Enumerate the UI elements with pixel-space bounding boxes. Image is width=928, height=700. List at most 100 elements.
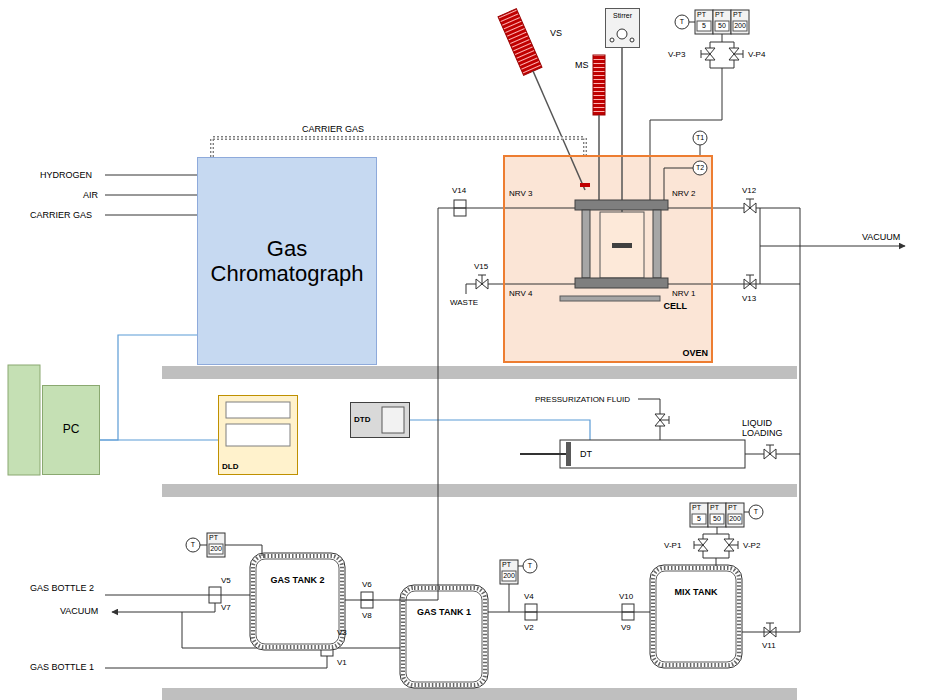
gas-line (105, 175, 197, 176)
part-label: 200 (734, 22, 746, 30)
pressure-transducer (731, 10, 749, 34)
valve-handle (766, 445, 774, 446)
node-text: CELL (664, 301, 688, 311)
node-text: DLD (222, 462, 238, 471)
pipe (660, 426, 661, 440)
pressure-display (692, 514, 706, 524)
sensor-stem (700, 145, 701, 155)
sampler-clamp (580, 183, 590, 187)
valve-handle (669, 416, 670, 424)
display-fill (350, 402, 410, 438)
pressure-display (697, 21, 711, 31)
connector-line (100, 439, 218, 440)
detector-box: DLD (218, 395, 298, 475)
pipe (729, 534, 730, 539)
connector-line (100, 335, 197, 440)
node-text: OVEN (682, 348, 708, 358)
part-label: PT (728, 504, 737, 512)
node-text: Gas Chromatograph (207, 236, 367, 287)
part-label: V-P4 (748, 50, 765, 59)
pipe (716, 558, 717, 566)
display-box: DTD (350, 402, 410, 438)
detector-panel (226, 402, 290, 418)
detector-fill (218, 395, 298, 475)
pipe-connector (488, 612, 650, 613)
cell-column (582, 210, 590, 278)
thermometer-symbol (749, 505, 763, 519)
cell-flange (575, 200, 668, 210)
part-label: V5 (221, 576, 231, 585)
shelf (162, 688, 797, 700)
node-text: Stirrer (613, 12, 632, 20)
sampler-coil (498, 9, 542, 76)
pipe (710, 60, 734, 68)
part-label: 200 (503, 572, 515, 580)
part-label: MS (575, 60, 589, 70)
instrument-box: Gas Chromatograph (197, 157, 377, 365)
part-label: NRV 3 (509, 189, 532, 198)
node-text: PC (63, 423, 80, 437)
stirrer-blade (612, 243, 632, 248)
part-label: PT (697, 11, 706, 19)
display-panel (382, 407, 404, 433)
piston (566, 442, 571, 466)
oven-fill (503, 155, 713, 363)
valve-handle (770, 623, 771, 632)
sensor-stem (200, 545, 207, 546)
pipe (668, 284, 713, 285)
sensor-stem (744, 512, 749, 513)
detector-panel (226, 424, 290, 446)
pipe-connector (100, 440, 218, 441)
valve-handle (701, 54, 710, 55)
shelf (162, 366, 797, 379)
tank: GAS TANK 2 (250, 553, 345, 650)
gas-line (105, 215, 197, 216)
part-label: V4 (524, 592, 534, 601)
tank-inner (406, 591, 482, 682)
computer-tower (8, 365, 40, 475)
valve-handle (746, 199, 754, 200)
pressure-display (209, 544, 223, 554)
vacuum-line (760, 246, 905, 247)
cell-vessel (600, 212, 644, 278)
pipe (333, 648, 400, 649)
node-text: DTD (354, 415, 370, 424)
tank-jacket (253, 556, 342, 647)
part-label: NRV 1 (672, 289, 695, 298)
part-label: T1 (696, 134, 704, 142)
valve-handle (750, 275, 751, 284)
pipe (638, 399, 660, 414)
part-label: 50 (713, 515, 721, 523)
tank: MIX TANK (650, 565, 742, 668)
part-label: DT (580, 449, 592, 459)
thermometer-symbol (186, 538, 200, 552)
computer-box: PC (42, 385, 100, 475)
part-label: NRV 2 (672, 189, 695, 198)
part-label: V10 (619, 592, 633, 601)
part-label: 200 (729, 515, 741, 523)
part-label: PT (692, 504, 701, 512)
part-label: PRESSURIZATION FLUID (535, 395, 630, 404)
pipe (703, 534, 729, 535)
part-label: VACUUM (862, 232, 900, 242)
part-label: NRV 4 (509, 289, 532, 298)
part-label: V8 (362, 611, 372, 620)
valve-symbol (209, 587, 221, 603)
pipe (717, 527, 718, 534)
thermometer-symbol (693, 161, 707, 175)
part-label: T2 (696, 164, 704, 172)
pipe (703, 534, 704, 539)
tank-inner (256, 559, 339, 644)
gas-line (105, 595, 209, 596)
pipe-connector (713, 284, 800, 632)
tank-shell (250, 553, 345, 650)
valve-handle (734, 54, 743, 55)
pipe (509, 584, 510, 612)
part-label: 5 (697, 515, 701, 523)
part-label: PT (209, 534, 218, 542)
pressure-display (710, 514, 724, 524)
thermometer-symbol (693, 131, 707, 145)
